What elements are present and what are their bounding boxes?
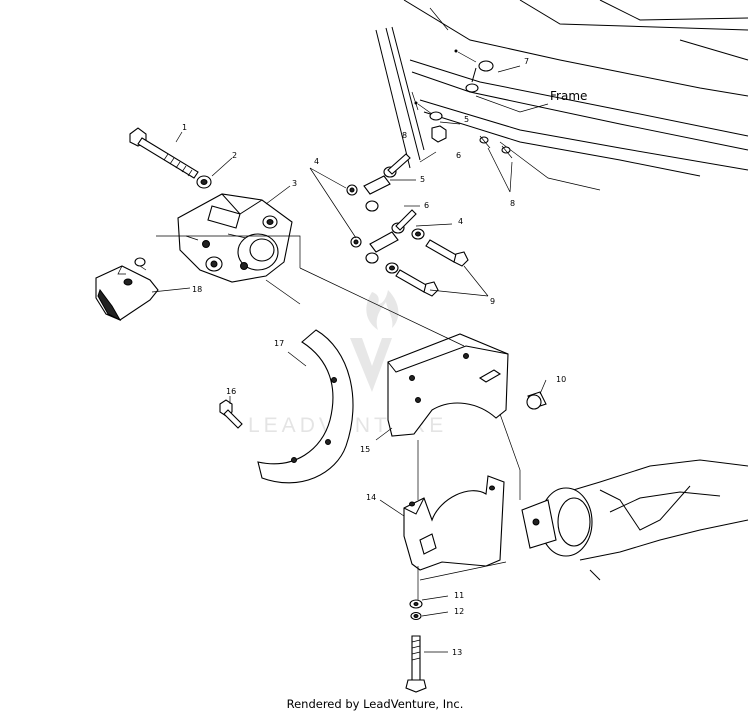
frame-bolt-7 xyxy=(454,49,494,93)
callout-9: 9 xyxy=(490,297,495,306)
bracket-15 xyxy=(387,333,509,437)
callout-8-nut: 8 xyxy=(402,131,407,140)
frame-label: Frame xyxy=(550,89,587,103)
bushing-10 xyxy=(526,391,547,410)
callout-7: 7 xyxy=(524,57,529,66)
rod-end-5-lower xyxy=(350,209,417,264)
callout-18: 18 xyxy=(192,285,202,294)
brake-rotor-17 xyxy=(257,329,354,484)
bolt-1 xyxy=(129,127,199,179)
washers-4 xyxy=(385,228,425,274)
axle-housing xyxy=(521,459,749,581)
callout-13: 13 xyxy=(452,648,462,657)
callout-labels: 1 2 3 4 4 5 5 6 6 7 8 8 9 10 11 12 13 14… xyxy=(182,57,587,657)
callout-6-rod: 6 xyxy=(424,201,429,210)
washer-12 xyxy=(410,611,422,621)
brake-pad-18 xyxy=(95,265,159,322)
callout-15: 15 xyxy=(360,445,370,454)
cotter-pins-8 xyxy=(479,135,513,159)
washer-2 xyxy=(196,175,212,189)
bolt-16 xyxy=(219,399,243,429)
callout-2: 2 xyxy=(232,151,237,160)
callout-14: 14 xyxy=(366,493,376,502)
frame-nut-8 xyxy=(414,101,447,143)
render-credit: Rendered by LeadVenture, Inc. xyxy=(286,697,464,711)
callout-4-upper: 4 xyxy=(314,157,319,166)
rod-end-5-upper xyxy=(346,153,411,212)
caliper-pin xyxy=(134,257,147,271)
callout-12: 12 xyxy=(454,607,464,616)
callout-6-frame: 6 xyxy=(456,151,461,160)
frame-rails xyxy=(375,0,749,191)
bolt-13 xyxy=(405,635,427,693)
washer-11 xyxy=(409,599,423,609)
callout-4-lower: 4 xyxy=(458,217,463,226)
bolts-9 xyxy=(395,239,469,297)
callout-11: 11 xyxy=(454,591,464,600)
callout-16: 16 xyxy=(226,387,236,396)
callout-3: 3 xyxy=(292,179,297,188)
callout-1: 1 xyxy=(182,123,187,132)
bracket-14 xyxy=(403,475,505,571)
callout-5-rod: 5 xyxy=(420,175,425,184)
brake-caliper-3 xyxy=(177,193,293,283)
callout-8-pins: 8 xyxy=(510,199,515,208)
leader-lines xyxy=(151,65,549,653)
callout-5-frame: 5 xyxy=(464,115,469,124)
callout-10: 10 xyxy=(556,375,566,384)
callout-17: 17 xyxy=(274,339,284,348)
